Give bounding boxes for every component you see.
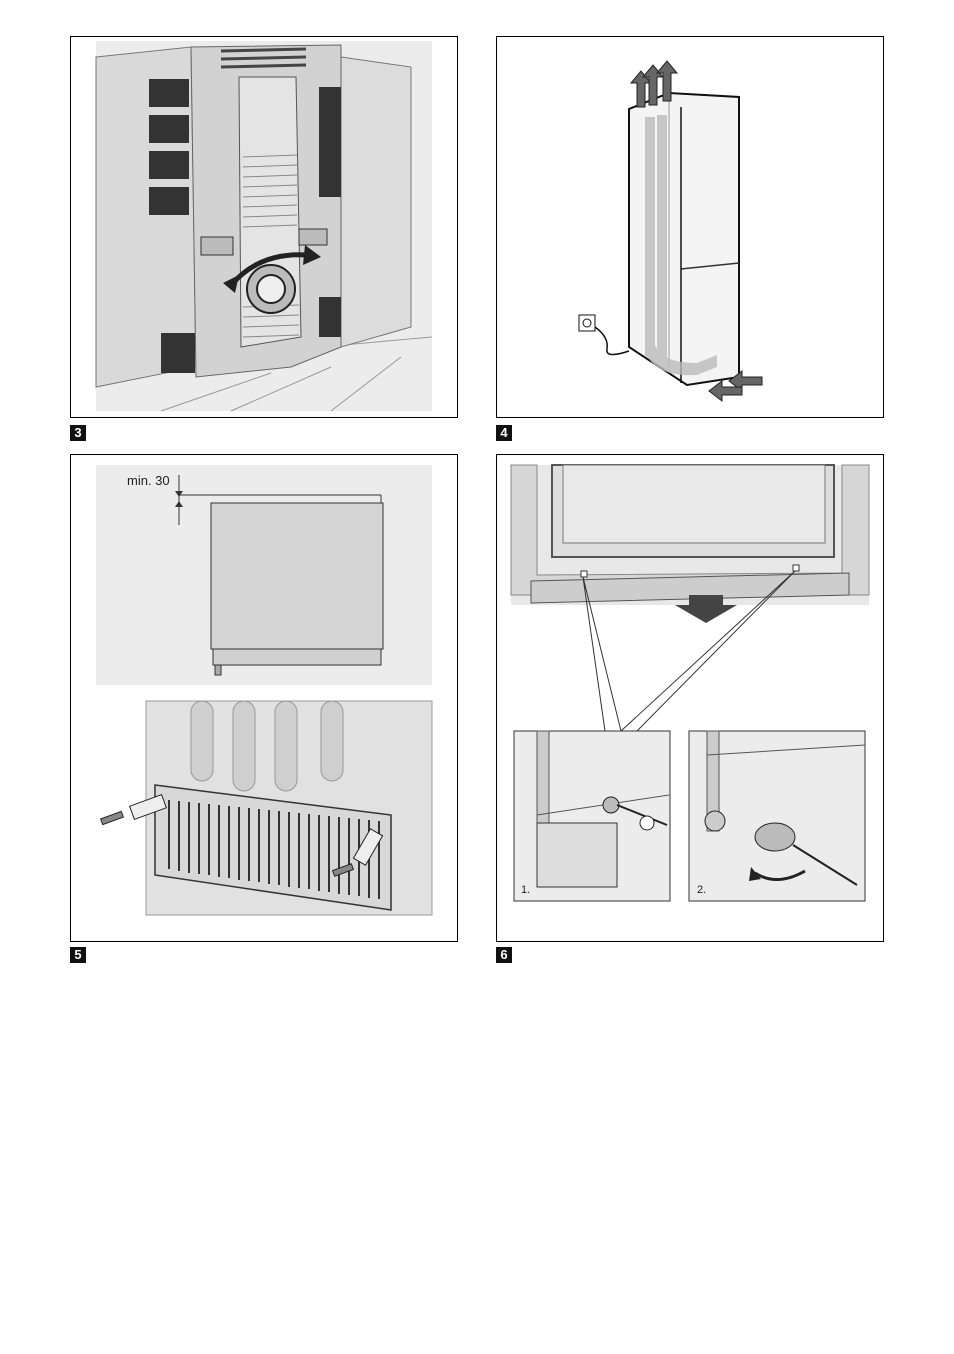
clearance-dimension-label: min. 30 [127,473,170,488]
figure-5-number: 5 [70,947,86,963]
figure-3-number: 3 [70,425,86,441]
figure-6-panel: 1. 2. [496,454,884,942]
figure-5-panel: min. 30 [70,454,458,942]
figure-3-illustration [71,37,458,418]
figure-3-panel [70,36,458,418]
step-1-label: 1. [521,884,530,896]
figure-4-illustration [497,37,884,418]
figure-4-panel [496,36,884,418]
figure-6-illustration: 1. 2. [497,455,884,942]
figure-6-number: 6 [496,947,512,963]
figure-5-illustration: min. 30 [71,455,458,942]
figure-4-number: 4 [496,425,512,441]
step-2-label: 2. [697,884,706,896]
